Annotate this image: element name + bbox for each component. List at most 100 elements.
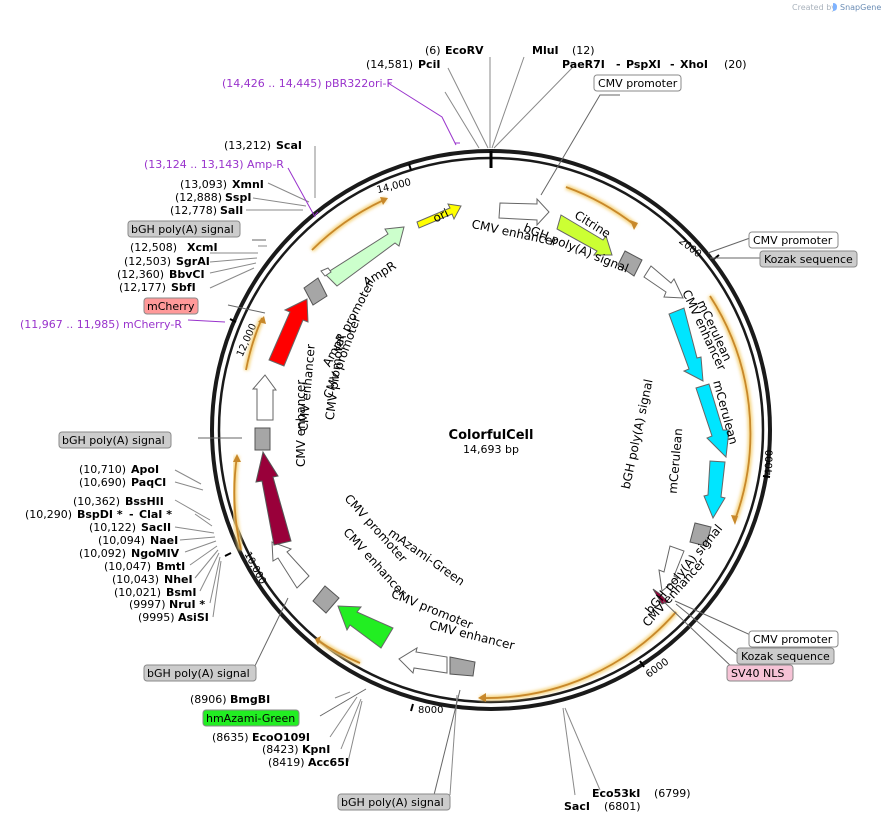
callout-sv40-nls[interactable]: SV40 NLS — [726, 664, 794, 682]
enzyme-acc65i[interactable]: Acc65I — [308, 756, 349, 769]
feature-cmv-enhancer-7[interactable] — [398, 646, 448, 675]
callout-hmazami-green[interactable]: hmAzami-Green — [202, 709, 300, 727]
enzyme-clai[interactable]: ClaI * — [139, 508, 172, 521]
svg-text:mCherry: mCherry — [147, 300, 195, 313]
svg-text:Kozak sequence: Kozak sequence — [741, 650, 830, 663]
label-irfp670: iRFP670 — [301, 488, 323, 538]
enzyme-sbfi[interactable]: SbfI — [171, 281, 196, 294]
enzyme-bspdi[interactable]: BspDI * — [77, 508, 123, 521]
svg-text:bGH poly(A) signal: bGH poly(A) signal — [131, 223, 234, 236]
tick-10000 — [224, 552, 232, 557]
tick-6000 — [639, 660, 645, 668]
feature-citrine[interactable] — [556, 214, 613, 256]
feature-bgh-polya-4[interactable] — [312, 585, 340, 614]
feature-mcerulean-1[interactable] — [668, 307, 704, 382]
tick-label-4000: 4000 — [764, 450, 776, 476]
enzyme-mlui[interactable]: MluI — [532, 44, 559, 57]
feature-bgh-polya-6[interactable] — [303, 277, 328, 306]
enzyme-paqci[interactable]: PaqCI — [131, 476, 166, 489]
feature-mcherry[interactable] — [268, 298, 309, 367]
callout-cmv-right2[interactable]: CMV promoter — [748, 630, 839, 648]
primer-amp-r[interactable]: (13,124 .. 13,143) Amp-R — [144, 158, 284, 171]
feature-ampr-promoter[interactable] — [320, 267, 332, 277]
feature-mcerulean-2[interactable] — [695, 383, 730, 459]
enzyme-nhei[interactable]: NheI — [164, 573, 193, 586]
feature-azami-lower[interactable] — [337, 605, 394, 649]
label-bgh-2: bGH poly(A) signal — [619, 378, 656, 490]
enzyme-nhei-pos: (10,043) — [112, 573, 159, 586]
callout-cmv-top[interactable]: CMV promoter — [593, 74, 682, 92]
enzyme-bsmi[interactable]: BsmI — [166, 586, 197, 599]
feature-mcerulean-3[interactable] — [703, 460, 726, 520]
feature-cmv-enhancer-1[interactable] — [498, 197, 550, 227]
feature-ori[interactable] — [416, 203, 462, 229]
primer-lines — [187, 82, 460, 323]
svg-text:bGH poly(A) signal: bGH poly(A) signal — [147, 667, 250, 680]
enzyme-ngomiv[interactable]: NgoMIV — [131, 547, 180, 560]
enzyme-xmni-pos: (13,093) — [180, 178, 227, 191]
enzyme-bmti[interactable]: BmtI — [156, 560, 185, 573]
enzyme-ecorv[interactable]: EcoRV — [445, 44, 484, 57]
enzyme-sali[interactable]: SalI — [220, 204, 243, 217]
primer-pbr322ori-f[interactable]: (14,426 .. 14,445) pBR322ori-F — [222, 77, 393, 90]
primer-mcherry-r[interactable]: (11,967 .. 11,985) mCherry-R — [20, 318, 182, 331]
feature-bgh-polya-1[interactable] — [617, 250, 643, 277]
enzyme-nrui[interactable]: NruI * — [169, 598, 205, 611]
feature-sv40-nls[interactable] — [652, 588, 669, 605]
enzyme-eco53ki[interactable]: Eco53kI — [592, 787, 640, 800]
enzyme-bmti-pos: (10,047) — [104, 560, 151, 573]
enzyme-xmni[interactable]: XmnI — [232, 178, 264, 191]
callout-bgh-lower-left[interactable]: bGH poly(A) signal — [143, 664, 257, 682]
enzyme-saci[interactable]: SacI — [564, 800, 590, 813]
feature-irfp670[interactable] — [255, 450, 292, 546]
callout-kozak-right1[interactable]: Kozak sequence — [759, 250, 858, 268]
enzyme-asisi-pos: (9995) — [138, 611, 175, 624]
svg-text:CMV promoter: CMV promoter — [598, 77, 678, 90]
credit-brand: SnapGene — [840, 3, 881, 12]
enzyme-ecorv-pos: (6) — [425, 44, 441, 57]
enzyme-sacii[interactable]: SacII — [141, 521, 171, 534]
enzyme-apoi[interactable]: ApoI — [131, 463, 159, 476]
enzyme-bsshii-pos: (10,362) — [73, 495, 120, 508]
callout-cmv-right1[interactable]: CMV promoter — [748, 231, 839, 249]
enzyme-naei-pos: (10,094) — [98, 534, 145, 547]
enzyme-asisi[interactable]: AsiSI — [178, 611, 209, 624]
enzyme-xhoi[interactable]: XhoI — [680, 58, 708, 71]
enzyme-pspxi[interactable]: PspXI — [626, 58, 661, 71]
callout-bgh-mid-left[interactable]: bGH poly(A) signal — [58, 431, 172, 449]
enzyme-bbvci[interactable]: BbvCI — [169, 268, 205, 281]
feature-bgh-polya-3[interactable] — [449, 656, 476, 677]
enzyme-bspdi-pos: (10,290) — [25, 508, 72, 521]
orf-arc-mcerulean — [707, 294, 753, 525]
feature-cmv-enhancer-2[interactable] — [251, 374, 277, 421]
plasmid-size: 14,693 bp — [463, 443, 519, 456]
tick-12000 — [229, 318, 237, 323]
callout-kozak-right2[interactable]: Kozak sequence — [736, 647, 835, 665]
feature-cmv-enhancer-4[interactable] — [643, 265, 684, 299]
enzyme-ecoo109i[interactable]: EcoO109I — [252, 731, 310, 744]
enzyme-bmgbi[interactable]: BmgBI — [230, 693, 270, 706]
orf-arc-citrine — [565, 184, 638, 230]
enzyme-sgrai[interactable]: SgrAI — [176, 255, 210, 268]
enzyme-kpni[interactable]: KpnI — [302, 743, 330, 756]
feature-cmv-promoter-3[interactable] — [271, 541, 310, 589]
feature-bgh-polya-2[interactable] — [689, 522, 712, 547]
callout-mcherry[interactable]: mCherry — [143, 297, 199, 315]
enzyme-naei[interactable]: NaeI — [150, 534, 178, 547]
callout-bgh-upper-left[interactable]: bGH poly(A) signal — [127, 220, 241, 238]
enzyme-xcmi[interactable]: XcmI — [187, 241, 218, 254]
feature-ampr[interactable] — [324, 226, 405, 287]
tick-4000 — [762, 475, 771, 478]
enzyme-bsshii[interactable]: BssHII — [125, 495, 164, 508]
orf-arc-ampr — [310, 196, 388, 252]
enzyme-scai[interactable]: ScaI — [276, 139, 302, 152]
enzyme-paer7i[interactable]: PaeR7I — [562, 58, 605, 71]
enzyme-kpni-pos: (8423) — [262, 743, 299, 756]
feature-cmv-enhancer-6[interactable] — [658, 545, 685, 592]
orf-arcs — [231, 184, 753, 702]
callout-bgh-bottom[interactable]: bGH poly(A) signal — [337, 793, 451, 811]
tick-label-8000: 8000 — [418, 705, 443, 716]
feature-bgh-polya-5[interactable] — [254, 427, 271, 451]
enzyme-pcii[interactable]: PciI — [418, 58, 440, 71]
enzyme-sspi[interactable]: SspI — [225, 191, 251, 204]
